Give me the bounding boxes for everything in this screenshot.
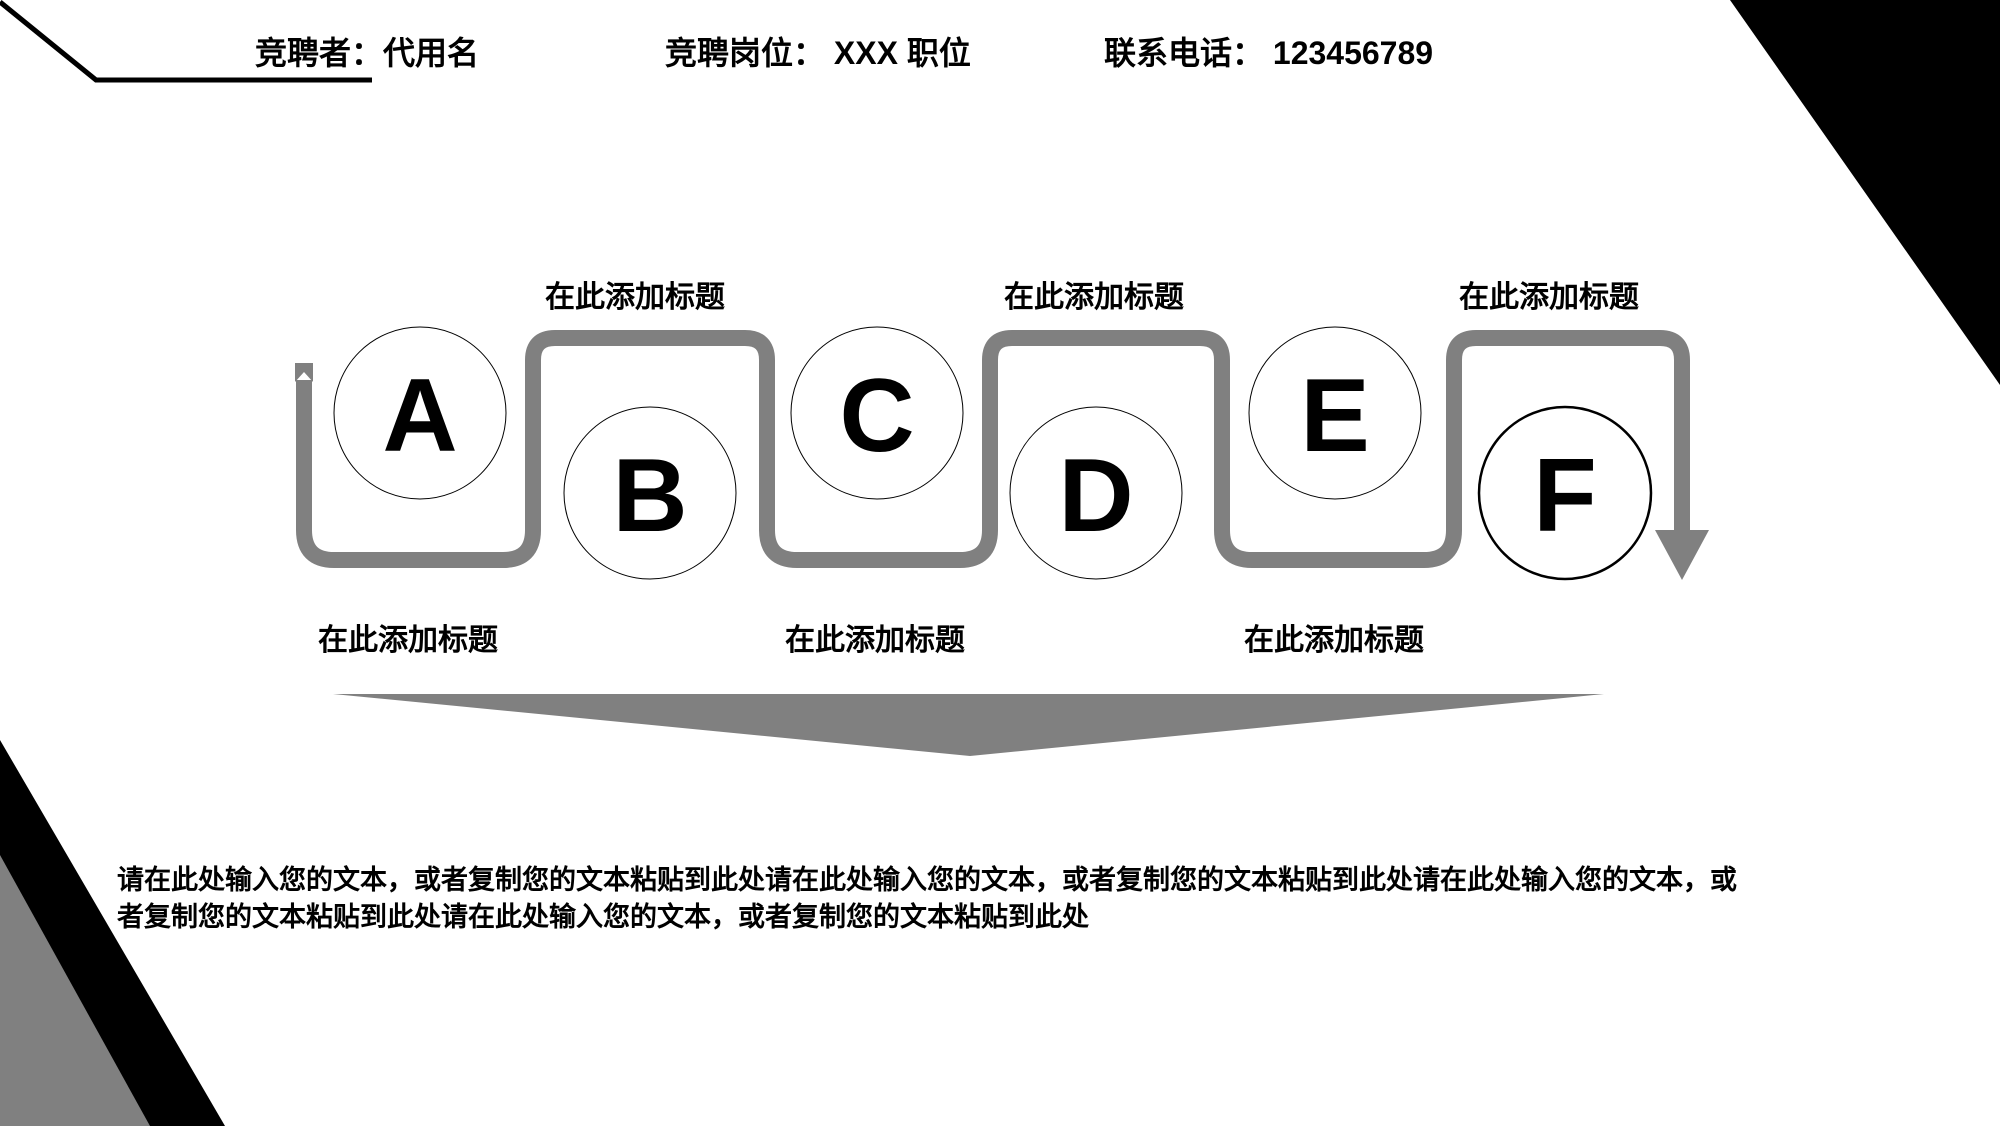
step-letter-a: A	[382, 358, 457, 474]
step-circle-b	[563, 406, 737, 580]
top-left-line	[0, 0, 372, 83]
step-letter-e: E	[1300, 358, 1369, 474]
step-letter-f: F	[1533, 438, 1597, 554]
big-down-arrow	[333, 694, 1604, 756]
step-circle-d	[1009, 406, 1183, 580]
candidate-name: 竞聘者：代用名	[255, 35, 480, 71]
step-letter-c: C	[839, 358, 914, 474]
step-letter-b: B	[612, 438, 687, 554]
step-title-f: 在此添加标题	[1459, 281, 1639, 314]
step-title-d: 在此添加标题	[1004, 281, 1184, 314]
step-circle-f	[1477, 405, 1653, 581]
top-right-black-triangle	[1730, 0, 2000, 385]
flow-end-arrowhead	[1655, 530, 1709, 580]
phone-number: 联系电话： 123456789	[1104, 35, 1434, 71]
step-title-c: 在此添加标题	[785, 624, 965, 657]
step-circle-c	[790, 326, 964, 500]
step-letter-d: D	[1058, 438, 1133, 554]
body-text: 请在此处输入您的文本，或者复制您的文本粘贴到此处请在此处输入您的文本，或者复制您…	[117, 865, 1737, 932]
bottom-left-gray-shape	[0, 855, 150, 1126]
step-circle-a	[333, 326, 507, 500]
step-circle-e	[1248, 326, 1422, 500]
flow-path	[296, 330, 1690, 568]
step-title-e: 在此添加标题	[1244, 624, 1424, 657]
position-title: 竞聘岗位： XXX 职位	[665, 35, 971, 71]
step-title-b: 在此添加标题	[545, 281, 725, 314]
flow-start-notch	[295, 363, 313, 382]
step-title-a: 在此添加标题	[318, 624, 498, 657]
